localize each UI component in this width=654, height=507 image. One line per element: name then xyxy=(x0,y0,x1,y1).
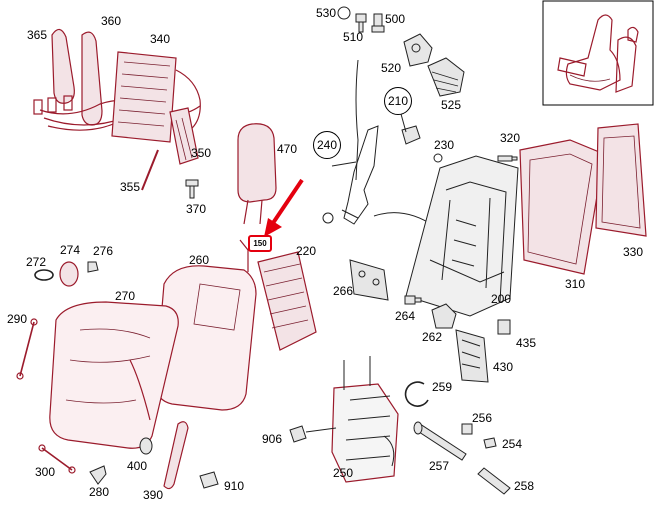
label-part-262[interactable]: 262 xyxy=(422,330,443,344)
part-910-shape xyxy=(199,471,219,489)
label-part-259[interactable]: 259 xyxy=(432,380,453,394)
label-part-430[interactable]: 430 xyxy=(493,360,514,374)
part-250-shape xyxy=(331,383,399,483)
part-274-shape xyxy=(59,261,79,287)
label-part-270[interactable]: 270 xyxy=(115,289,136,303)
label-part-435[interactable]: 435 xyxy=(516,336,537,350)
label-part-256[interactable]: 256 xyxy=(472,411,493,425)
part-355-shape xyxy=(141,149,159,191)
label-part-250[interactable]: 250 xyxy=(333,466,354,480)
label-part-150-highlighted[interactable]: 150 xyxy=(248,235,272,252)
label-part-266[interactable]: 266 xyxy=(333,284,354,298)
part-290-shape xyxy=(19,321,35,377)
label-part-365[interactable]: 365 xyxy=(27,28,48,42)
part-230-shape xyxy=(433,153,443,163)
label-part-320[interactable]: 320 xyxy=(500,131,521,145)
seat-inset-illustration xyxy=(557,14,639,93)
label-part-230[interactable]: 230 xyxy=(434,138,455,152)
label-part-276[interactable]: 276 xyxy=(93,244,114,258)
label-part-390[interactable]: 390 xyxy=(143,488,164,502)
label-part-240-circled[interactable]: 240 xyxy=(313,131,341,159)
part-530-shape xyxy=(337,6,351,20)
part-360-shape xyxy=(81,31,103,126)
label-part-274[interactable]: 274 xyxy=(60,243,81,257)
connectors-left xyxy=(33,95,73,115)
part-390-shape xyxy=(163,421,189,490)
part-254-shape xyxy=(483,437,497,449)
part-262-shape xyxy=(431,303,457,329)
label-part-910[interactable]: 910 xyxy=(224,479,245,493)
part-470-shape xyxy=(237,123,277,203)
part-525-shape xyxy=(427,57,465,97)
label-part-340[interactable]: 340 xyxy=(150,32,171,46)
part-258-shape xyxy=(477,467,511,495)
label-part-470[interactable]: 470 xyxy=(277,142,298,156)
part-270-shape xyxy=(49,301,179,449)
part-906-shape xyxy=(289,425,307,443)
label-part-360[interactable]: 360 xyxy=(101,14,122,28)
part-240-shape xyxy=(343,125,379,225)
label-part-400[interactable]: 400 xyxy=(127,459,148,473)
part-276-shape xyxy=(87,261,99,273)
label-part-520[interactable]: 520 xyxy=(381,61,402,75)
part-256-shape xyxy=(461,423,473,435)
part-500-shape xyxy=(371,13,385,33)
label-part-510[interactable]: 510 xyxy=(343,30,364,44)
part-520-shape xyxy=(403,33,433,67)
part-370-shape xyxy=(185,179,199,199)
part-220-shape xyxy=(257,251,317,351)
label-part-500[interactable]: 500 xyxy=(385,12,406,26)
label-part-272[interactable]: 272 xyxy=(26,255,47,269)
label-part-350[interactable]: 350 xyxy=(191,146,212,160)
part-435-shape xyxy=(497,319,511,335)
label-part-290[interactable]: 290 xyxy=(7,312,28,326)
part-400-shape xyxy=(139,437,153,455)
label-part-220[interactable]: 220 xyxy=(296,244,317,258)
part-300-shape xyxy=(41,447,73,471)
label-part-330[interactable]: 330 xyxy=(623,245,644,259)
part-350-shape xyxy=(169,107,199,165)
part-365-shape xyxy=(51,28,75,104)
part-330-shape xyxy=(595,123,647,237)
part-310-shape xyxy=(519,139,605,275)
label-part-355[interactable]: 355 xyxy=(120,180,141,194)
part-510-shape xyxy=(355,13,367,33)
part-264-shape xyxy=(404,295,422,305)
highlight-arrow xyxy=(264,178,304,237)
label-part-310[interactable]: 310 xyxy=(565,277,586,291)
label-part-260[interactable]: 260 xyxy=(189,253,210,267)
label-part-264[interactable]: 264 xyxy=(395,309,416,323)
part-320-shape xyxy=(497,155,518,162)
label-part-530[interactable]: 530 xyxy=(316,6,337,20)
part-272-shape xyxy=(34,269,54,281)
part-257-shape xyxy=(415,423,467,461)
label-part-257[interactable]: 257 xyxy=(429,459,450,473)
label-part-300[interactable]: 300 xyxy=(35,465,56,479)
part-210-shape xyxy=(401,125,421,145)
label-part-525[interactable]: 525 xyxy=(441,98,462,112)
part-430-shape xyxy=(455,329,489,383)
seat-inset-frame xyxy=(542,0,654,106)
label-part-254[interactable]: 254 xyxy=(502,437,523,451)
label-part-906[interactable]: 906 xyxy=(262,432,283,446)
label-part-280[interactable]: 280 xyxy=(89,485,110,499)
part-280-shape xyxy=(89,465,107,485)
label-part-258[interactable]: 258 xyxy=(514,479,535,493)
part-266-shape xyxy=(349,259,389,301)
part-260-shape xyxy=(155,265,257,411)
part-259-shape xyxy=(404,381,429,407)
label-part-210-circled[interactable]: 210 xyxy=(384,87,412,115)
label-part-370[interactable]: 370 xyxy=(186,202,207,216)
label-part-200[interactable]: 200 xyxy=(491,292,512,306)
